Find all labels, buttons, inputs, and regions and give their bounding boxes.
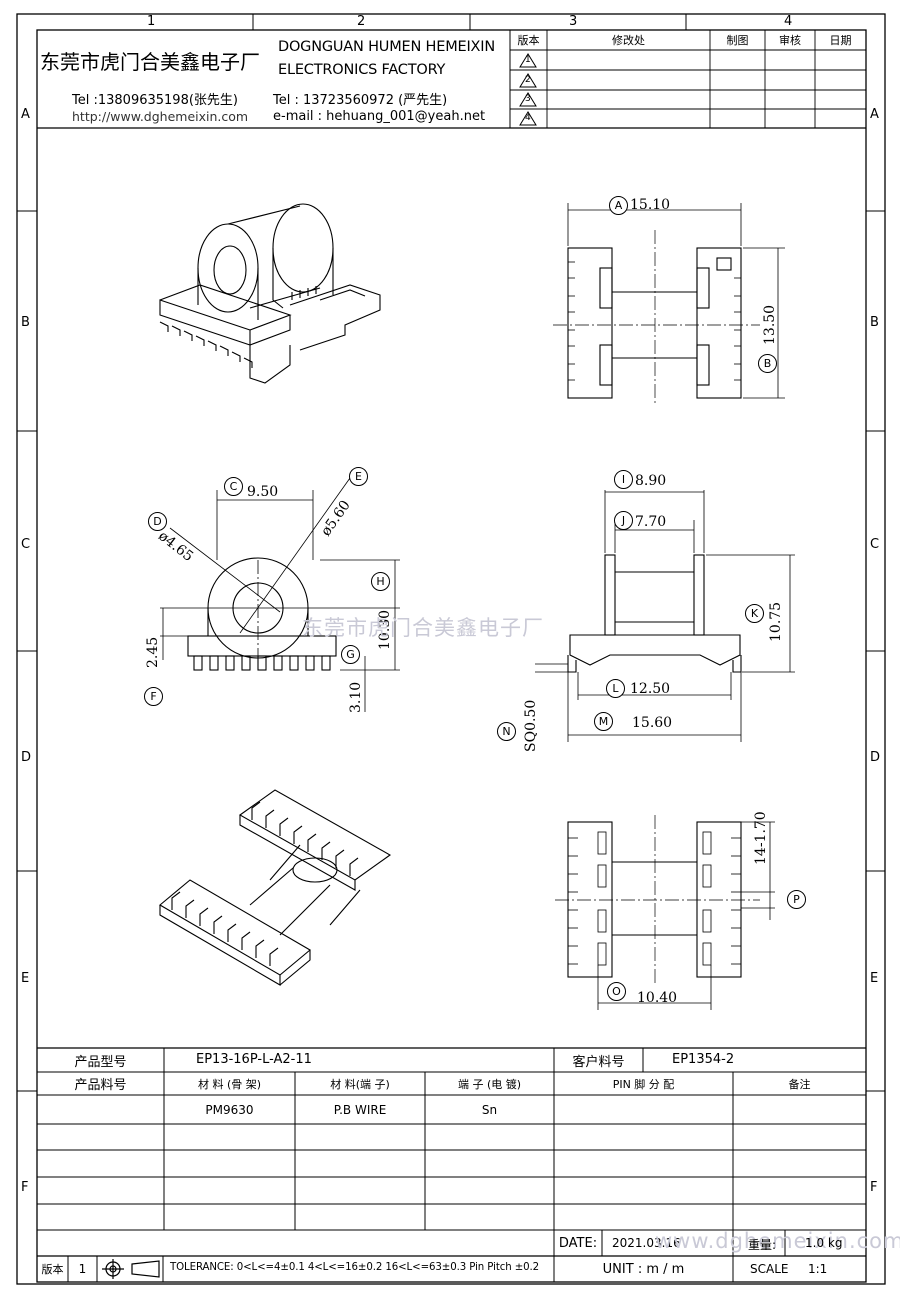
dim-o-value: 10.40	[637, 990, 678, 1006]
zone-col-2: 2	[357, 14, 366, 29]
header-bobbin-material: 材 料 (骨 架)	[197, 1077, 262, 1091]
tolerance-note: TOLERANCE: 0<L<=4±0.1 4<L<=16±0.2 16<L<=…	[170, 1262, 540, 1273]
top-view	[553, 203, 785, 405]
dim-tag-f: F	[144, 687, 163, 706]
zone-row-d-left: D	[21, 750, 32, 765]
rev-header-change: 修改处	[612, 34, 645, 47]
value-scale: 1:1	[808, 1262, 828, 1276]
dim-tag-m: M	[594, 712, 613, 731]
zone-row-d-right: D	[870, 750, 881, 765]
rev-header-date: 日期	[829, 34, 852, 47]
rev-number-3: 3	[525, 94, 531, 104]
dim-f-value: 2.45	[145, 636, 161, 668]
dim-tag-j: J	[614, 511, 633, 530]
rev-number-2: 2	[525, 75, 531, 85]
iso-view-bottom	[159, 789, 392, 986]
label-unit: UNIT : m / m	[602, 1261, 685, 1277]
zone-row-a-left: A	[21, 107, 30, 122]
rev-header-drawn: 制图	[726, 34, 749, 47]
dim-tag-i: I	[614, 470, 633, 489]
company-name-en-line2: ELECTRONICS FACTORY	[278, 62, 446, 78]
dim-tag-a: A	[609, 196, 628, 215]
zone-row-c-right: C	[870, 537, 880, 552]
zone-row-b-left: B	[21, 315, 30, 330]
header-remarks: 备注	[788, 1077, 811, 1091]
cell-pin-plating: Sn	[481, 1102, 498, 1117]
dim-tag-e: E	[349, 467, 368, 486]
header-pin-assignment: PIN 脚 分 配	[612, 1077, 675, 1091]
dim-tag-p: P	[787, 890, 806, 909]
dim-tag-b: B	[758, 354, 777, 373]
dim-pin-pitch: 14-1.70	[753, 811, 769, 865]
dim-m-value: 15.60	[632, 715, 673, 731]
iso-view-top	[159, 203, 381, 384]
value-product-model: EP13-16P-L-A2-11	[196, 1052, 312, 1067]
zone-col-4: 4	[784, 14, 793, 29]
dim-tag-k: K	[745, 604, 764, 623]
company-name-cn: 东莞市虎门合美鑫电子厂	[40, 50, 260, 74]
watermark-company: 东莞市虎门合美鑫电子厂	[302, 616, 544, 640]
dim-tag-l: L	[606, 679, 625, 698]
dim-tag-o: O	[607, 982, 626, 1001]
dim-tag-c: C	[224, 477, 243, 496]
zone-row-e-right: E	[870, 971, 879, 986]
zone-row-f-left: F	[21, 1180, 29, 1195]
contact-tel-2: Tel : 13723560972 (严先生)	[273, 93, 448, 108]
zone-col-1: 1	[147, 14, 156, 29]
dim-i-value: 8.90	[635, 473, 667, 489]
cell-bobbin-material: PM9630	[205, 1102, 254, 1117]
rev-header-version: 版本	[517, 34, 540, 47]
dim-c-value: 9.50	[247, 484, 279, 500]
rev-header-check: 审核	[779, 34, 801, 47]
company-website: http://www.dghemeixin.com	[72, 109, 249, 124]
label-scale: SCALE	[750, 1262, 789, 1276]
dim-j-value: 7.70	[635, 514, 667, 530]
company-name-en-line1: DOGNGUAN HUMEN HEMEIXIN	[278, 39, 495, 55]
dim-n-value: SQ0.50	[523, 699, 539, 752]
contact-tel-1: Tel :13809635198(张先生)	[72, 93, 238, 108]
label-customer-part: 客户料号	[572, 1054, 625, 1070]
dim-a-value: 15.10	[630, 197, 671, 213]
header-pin-material: 材 料(端 子)	[330, 1077, 390, 1091]
label-version: 版本	[41, 1263, 64, 1276]
watermark-website: www.dghemeixin.com	[655, 1229, 900, 1253]
dim-b-value: 13.50	[762, 304, 778, 345]
value-date: 2021.03.16	[612, 1236, 681, 1250]
dim-tag-g: G	[341, 645, 360, 664]
value-weight: 1.0 kg	[805, 1236, 843, 1250]
dim-tag-d: D	[148, 512, 167, 531]
rev-number-4: 4	[525, 113, 531, 123]
zone-row-c-left: C	[21, 537, 31, 552]
dim-h2-value: 3.10	[348, 681, 364, 713]
front-view	[160, 477, 400, 712]
label-product-part: 产品料号	[74, 1078, 127, 1093]
dim-tag-n: N	[497, 722, 516, 741]
dim-k-value: 10.75	[768, 601, 784, 642]
label-date: DATE:	[558, 1235, 598, 1251]
zone-row-a-right: A	[870, 107, 879, 122]
zone-row-b-right: B	[870, 315, 879, 330]
dim-tag-h: H	[371, 572, 390, 591]
label-product-model: 产品型号	[74, 1054, 127, 1070]
zone-col-3: 3	[569, 14, 578, 29]
label-weight: 重量:	[748, 1238, 777, 1252]
zone-row-f-right: F	[870, 1180, 878, 1195]
contact-email: e-mail : hehuang_001@yeah.net	[273, 109, 486, 124]
zone-row-e-left: E	[21, 971, 30, 986]
value-customer-part: EP1354-2	[672, 1052, 735, 1067]
cell-pin-material: P.B WIRE	[333, 1102, 387, 1117]
dim-l-value: 12.50	[630, 681, 671, 697]
rev-number-1: 1	[525, 55, 531, 65]
side-view	[535, 490, 795, 742]
bottom-view	[555, 815, 775, 1010]
header-pin-plating: 端 子 (电 镀)	[457, 1077, 522, 1091]
value-version: 1	[78, 1262, 87, 1276]
